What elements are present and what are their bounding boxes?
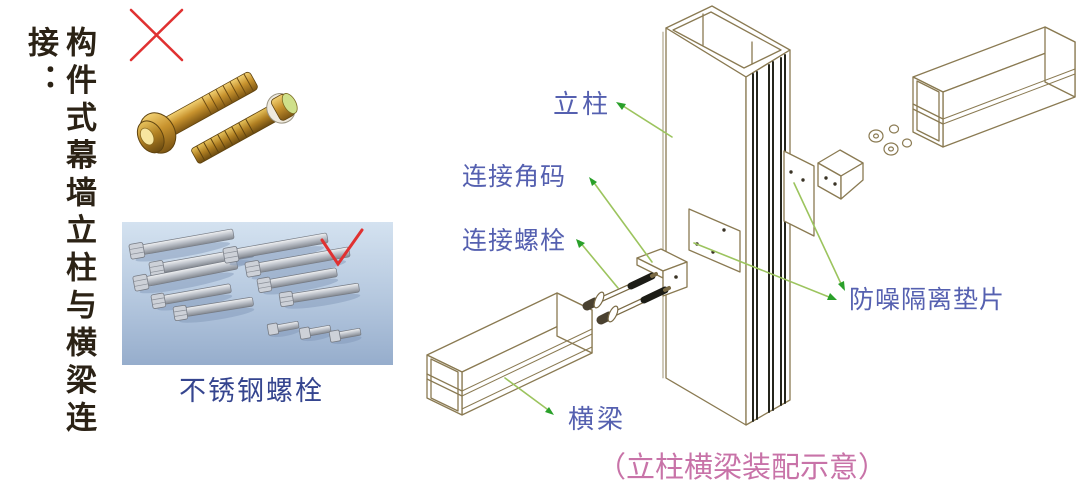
- beam-right-drawing: [912, 26, 1076, 148]
- label-noise-gasket: 防噪隔离垫片: [849, 287, 1006, 314]
- connect-bolts-drawing: [582, 272, 671, 325]
- stainless-steel-bolts-photo: [122, 222, 393, 365]
- leader-arrows: [504, 102, 845, 415]
- brass-bolt-lower: [191, 93, 298, 164]
- corner-bracket-right: [817, 149, 864, 200]
- brass-bolt-upper: [136, 71, 258, 154]
- steel-bolts-caption: 不锈钢螺栓: [179, 376, 324, 406]
- cross-mark-icon: [129, 8, 184, 62]
- diagram-caption: （立柱横梁装配示意）: [597, 452, 888, 484]
- label-corner-bracket: 连接角码: [462, 164, 567, 191]
- check-mark-icon: [320, 228, 364, 267]
- label-beam: 横梁: [568, 405, 627, 434]
- label-connect-bolt: 连接螺栓: [462, 228, 567, 255]
- label-mullion: 立柱: [553, 90, 612, 119]
- washers-group: [868, 124, 913, 156]
- beam-left-drawing: [426, 292, 593, 416]
- assembly-diagram: [426, 5, 1076, 426]
- brass-bolts-photo: [129, 8, 298, 164]
- mullion-drawing: [662, 5, 791, 426]
- vertical-title: 构件式幕墙立柱与横梁连接：: [23, 26, 96, 439]
